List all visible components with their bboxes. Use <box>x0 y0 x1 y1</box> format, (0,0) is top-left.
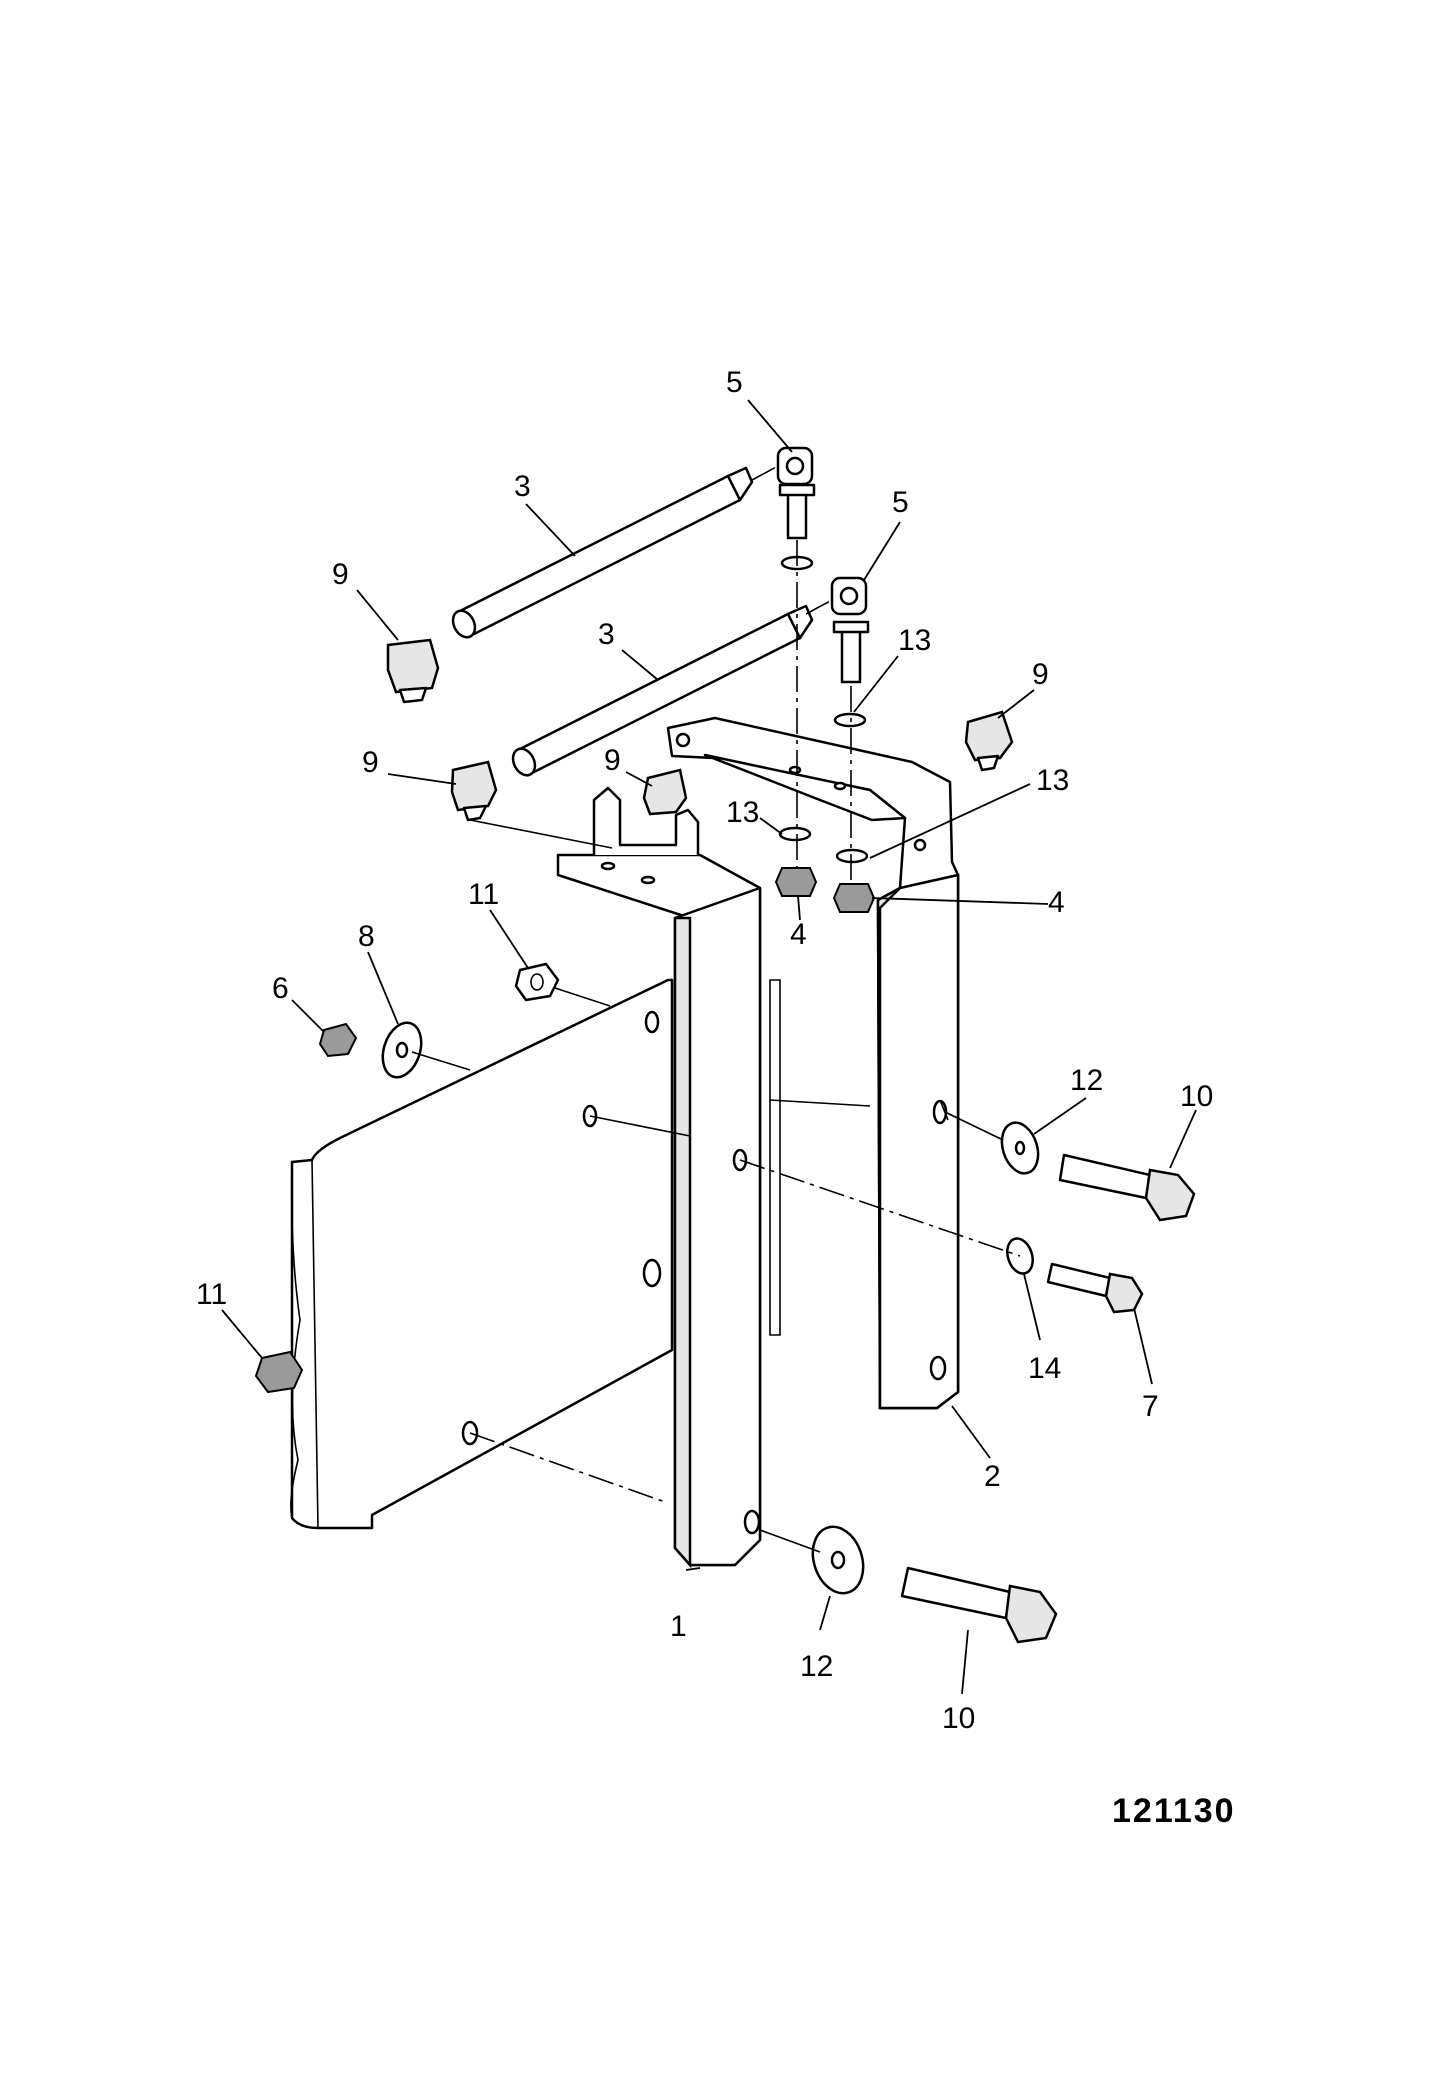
upright-bracket-2 <box>666 716 960 1410</box>
upright-bracket-1 <box>556 786 781 1569</box>
callout-3-lower: 3 <box>598 618 615 651</box>
callout-9-left-lower: 9 <box>362 746 379 779</box>
callout-14: 14 <box>1028 1352 1061 1385</box>
washer-12-upper <box>1000 1121 1040 1175</box>
callout-9-left-upper: 9 <box>332 558 349 591</box>
clip-center <box>642 768 688 816</box>
callout-5-lower: 5 <box>892 486 909 519</box>
nut-11-upper <box>514 962 560 1002</box>
eye-end-upper <box>776 446 816 571</box>
callout-2: 2 <box>984 1460 1001 1493</box>
eye-end-lower <box>830 576 870 684</box>
callout-6: 6 <box>272 972 289 1005</box>
callout-9-right: 9 <box>1032 658 1049 691</box>
washers-and-nuts <box>774 712 876 913</box>
bolt-10-upper <box>1058 1153 1196 1222</box>
side-panel <box>290 978 674 1530</box>
figure-number: 121130 <box>1112 1792 1236 1830</box>
callout-7: 7 <box>1142 1390 1159 1423</box>
callout-13-right: 13 <box>1036 764 1069 797</box>
bolt-10-lower <box>900 1566 1058 1644</box>
callout-labels: 5 3 9 5 3 13 9 9 9 13 13 4 4 11 8 6 12 1… <box>196 366 1213 1735</box>
callout-12-upper: 12 <box>1070 1064 1103 1097</box>
leader-lines <box>221 399 1197 1695</box>
nut-6 <box>318 1022 358 1058</box>
assembly-lines <box>411 465 1021 1553</box>
clip-left-lower <box>450 760 498 822</box>
callout-11-lower: 11 <box>196 1278 227 1311</box>
callout-12-lower: 12 <box>800 1650 833 1683</box>
callout-4-right: 4 <box>1048 886 1065 919</box>
callout-9-center: 9 <box>604 744 621 777</box>
callout-5-upper: 5 <box>726 366 743 399</box>
callout-1: 1 <box>670 1610 687 1643</box>
clip-right <box>964 710 1014 772</box>
callout-4-left: 4 <box>790 918 807 951</box>
callout-10-upper: 10 <box>1180 1080 1213 1113</box>
callout-13-upper: 13 <box>898 624 931 657</box>
callout-10-lower: 10 <box>942 1702 975 1735</box>
washer-12-lower <box>811 1525 865 1595</box>
washer-8 <box>381 1021 423 1079</box>
nut-11-lower <box>254 1350 304 1394</box>
tube-upper <box>451 466 754 639</box>
callout-11-upper: 11 <box>468 878 499 911</box>
callout-3-upper: 3 <box>514 470 531 503</box>
callout-8: 8 <box>358 920 375 953</box>
clip-left-upper <box>386 638 440 704</box>
bolt-7 <box>1046 1262 1144 1314</box>
callout-13-left: 13 <box>726 796 759 829</box>
